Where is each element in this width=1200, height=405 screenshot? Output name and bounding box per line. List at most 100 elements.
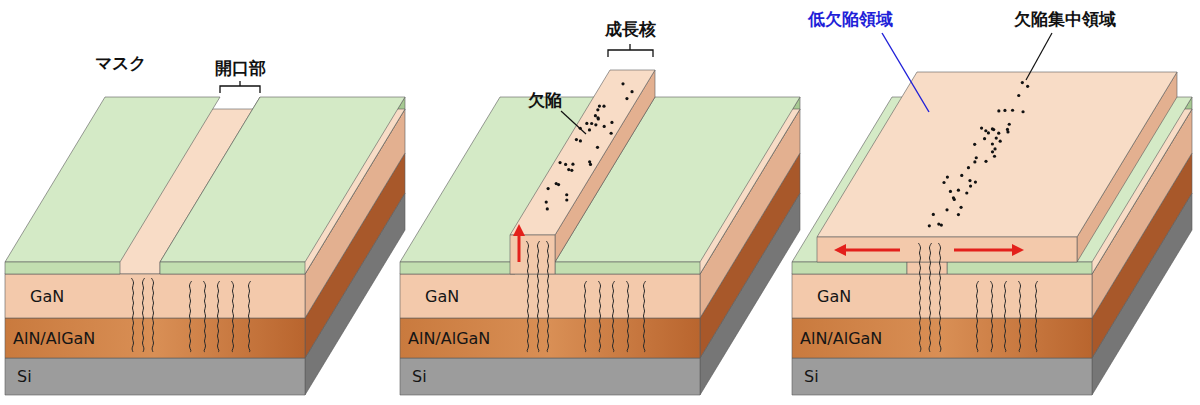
defect-dot	[546, 207, 549, 210]
callout-label: 欠陥集中領域	[1014, 8, 1116, 31]
defect-dot	[1021, 110, 1024, 113]
defect-dot	[589, 163, 592, 166]
defect-dot	[973, 143, 976, 146]
defect-dot	[585, 122, 588, 125]
defect-dot	[590, 122, 593, 125]
dislocation-line	[938, 243, 940, 352]
dislocation-line	[231, 281, 233, 352]
dislocation-line	[976, 281, 978, 352]
dislocation-line	[990, 281, 992, 352]
callout-label: 欠陥	[528, 89, 562, 112]
defect-dot	[999, 140, 1002, 143]
nucleus-top	[510, 70, 655, 235]
defect-dot	[975, 156, 978, 159]
mask-front	[5, 262, 120, 274]
callout-label: 低欠陥領域	[808, 8, 893, 31]
layer-name: Si	[804, 367, 819, 386]
gan-front	[5, 274, 305, 318]
aln-front	[5, 318, 305, 358]
defect-dot	[953, 198, 956, 201]
defect-dot	[984, 129, 987, 132]
defect-dot	[997, 132, 1000, 135]
dislocation-line	[1018, 281, 1020, 352]
defect-dot	[1006, 130, 1009, 133]
defect-dot	[967, 166, 970, 169]
layer-name: GaN	[817, 287, 851, 306]
callout-label: マスク	[95, 52, 146, 75]
defect-dot	[596, 108, 599, 111]
defect-dot	[993, 155, 996, 158]
defect-dot	[987, 131, 990, 134]
layer-name: AlN/AlGaN	[408, 329, 490, 348]
defect-dot	[991, 142, 994, 145]
dislocation-line	[189, 281, 191, 352]
aln-front	[792, 318, 1092, 358]
mask-front	[160, 262, 305, 274]
defect-dot	[991, 127, 994, 130]
si-front	[792, 358, 1092, 395]
dislocation-line	[537, 241, 539, 352]
defect-dot	[995, 136, 998, 139]
defect-dot	[946, 175, 949, 178]
gan-front	[400, 274, 700, 318]
defect-dot	[571, 163, 574, 166]
defect-dot	[610, 121, 613, 124]
gan-front	[792, 274, 1092, 318]
defect-dot	[596, 146, 599, 149]
mask-front	[947, 262, 1092, 274]
defect-dot	[610, 132, 613, 135]
defect-dot	[564, 163, 567, 166]
defect-dot	[621, 82, 624, 85]
defect-dot	[980, 126, 983, 129]
dislocation-line	[918, 243, 920, 352]
defect-dot	[957, 189, 960, 192]
defect-dot	[945, 208, 948, 211]
defect-dot	[567, 168, 570, 171]
defect-dot	[602, 105, 605, 108]
callout-label: 成長核	[605, 18, 656, 41]
mask-front	[555, 262, 700, 274]
growth-arrow	[518, 230, 521, 262]
defect-dot	[974, 181, 977, 184]
nucleus-bracket	[608, 44, 653, 57]
growth-arrow	[840, 249, 900, 252]
layer-band: GaN	[792, 274, 902, 318]
defect-dot	[1021, 81, 1024, 84]
defect-dot	[588, 128, 591, 131]
layer-name: GaN	[30, 287, 64, 306]
dislocation-line	[248, 281, 250, 352]
layer-band: AlN/AlGaN	[400, 318, 510, 358]
defect-dot	[928, 224, 931, 227]
defect-dot	[1008, 123, 1011, 126]
dislocation-line	[598, 281, 600, 352]
layer-band: AlN/AlGaN	[5, 318, 115, 358]
defect-dot	[983, 137, 986, 140]
defect-dot	[579, 139, 582, 142]
defect-dot	[973, 160, 976, 163]
defect-dot	[598, 104, 601, 107]
defect-dot	[558, 161, 561, 164]
overgrowth-top	[817, 72, 1177, 237]
dislocation-line	[142, 278, 144, 352]
dislocation-line	[1004, 281, 1006, 352]
defect-dot	[957, 213, 960, 216]
defect-dot	[603, 125, 606, 128]
dislocation-line	[643, 281, 645, 352]
dislocation-line	[131, 278, 133, 352]
defect-dot	[545, 201, 548, 204]
defect-dot	[1011, 109, 1014, 112]
dislocation-line	[626, 281, 628, 352]
dislocation-line	[1035, 281, 1037, 352]
layer-band: Si	[792, 358, 902, 395]
defect-dot	[959, 206, 962, 209]
dislocation-line	[526, 241, 528, 352]
dislocation-line	[612, 281, 614, 352]
defect-dot	[932, 213, 935, 216]
defect-dot	[969, 184, 972, 187]
defect-dot	[575, 138, 578, 141]
layer-name: AlN/AlGaN	[13, 329, 95, 348]
defect-dot	[570, 169, 573, 172]
defect-zone-leader	[1026, 33, 1052, 80]
